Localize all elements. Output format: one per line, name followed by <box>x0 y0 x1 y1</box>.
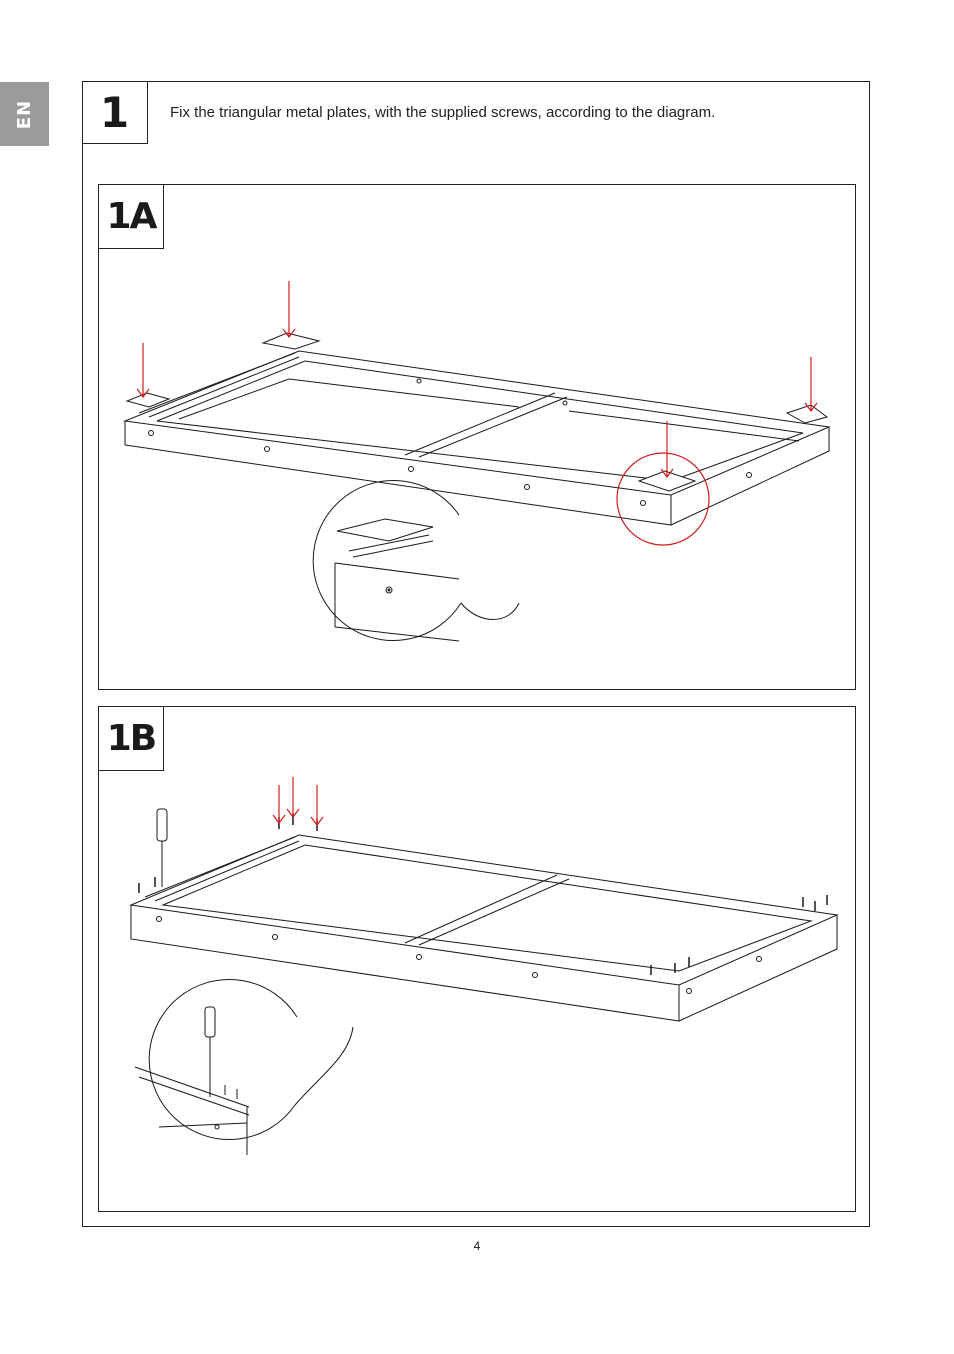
step-number-box: 1 <box>82 81 148 144</box>
step-instruction: Fix the triangular metal plates, with th… <box>170 104 716 121</box>
metal-plate-icon <box>261 332 321 350</box>
step-number: 1 <box>99 87 130 137</box>
language-label: EN <box>14 99 35 129</box>
metal-plate-icon <box>637 470 697 492</box>
panel-1b: 1B <box>98 706 856 1212</box>
metal-plate-icon <box>125 392 171 408</box>
red-arrow-icon <box>272 777 324 826</box>
language-tab: EN <box>0 82 49 146</box>
metal-plate-icon <box>785 404 829 424</box>
panel-label-1a: 1A <box>99 185 164 249</box>
page-number: 4 <box>473 1239 481 1253</box>
step-frame <box>82 81 870 1227</box>
red-arrow-icon <box>136 281 818 546</box>
screwdriver-icon <box>156 808 168 887</box>
panel-label-1b: 1B <box>99 707 164 771</box>
diagram-1b <box>129 777 839 1155</box>
diagram-1a <box>123 281 831 642</box>
screw-icon <box>138 813 828 975</box>
panel-1a: 1A <box>98 184 856 690</box>
